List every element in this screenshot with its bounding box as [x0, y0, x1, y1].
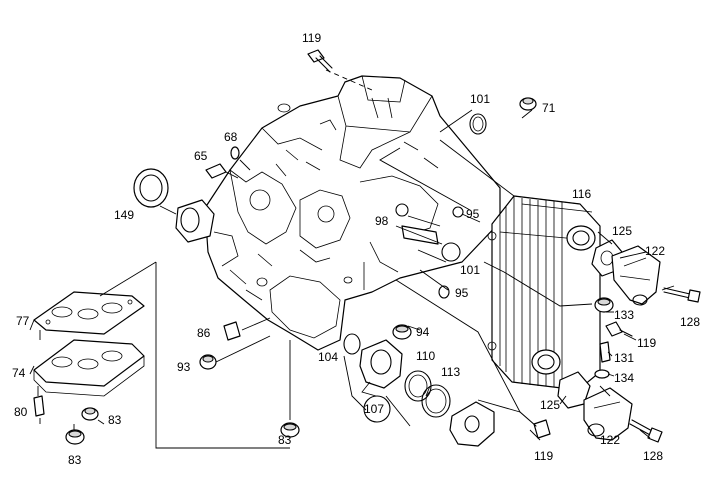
label-149: 149	[114, 208, 134, 222]
seal-ring-149	[133, 168, 169, 208]
label-119-top: 119	[302, 31, 321, 45]
label-119-right: 119	[637, 336, 656, 350]
bolt-119-top	[307, 49, 333, 73]
bolt-119-bottom	[519, 411, 551, 439]
o-ring-101-lower	[441, 242, 461, 262]
cover-plate-74	[33, 339, 145, 397]
label-113: 113	[441, 365, 460, 379]
label-131: 131	[614, 351, 634, 365]
water-connector	[449, 401, 495, 447]
label-122-upper: 122	[645, 244, 665, 258]
plug-93	[199, 354, 217, 370]
label-101-lower: 101	[460, 263, 480, 277]
plug-71	[519, 97, 537, 111]
label-83-center: 83	[278, 433, 292, 447]
o-ring-101-upper	[469, 113, 487, 135]
input-flange	[175, 199, 215, 243]
label-107: 107	[364, 402, 384, 416]
oil-cooler	[487, 195, 601, 391]
label-95-lower: 95	[455, 286, 469, 300]
label-83-left-lower: 83	[68, 453, 82, 467]
label-83-left-upper: 83	[108, 413, 122, 427]
part-labels: 119 101 71 68 65 116 149 98 95 125 122 1…	[12, 31, 700, 467]
label-128-lower: 128	[643, 449, 663, 463]
label-134: 134	[614, 371, 634, 385]
fitting-80	[33, 395, 45, 417]
bolt-128-lower	[629, 419, 663, 443]
o-ring-113	[421, 384, 451, 418]
plug-83-left-upper	[81, 407, 99, 421]
callout-circle-107	[363, 395, 391, 423]
washer-134	[594, 369, 610, 379]
plug-133	[594, 297, 614, 313]
label-104: 104	[318, 350, 338, 364]
plug-83-left-lower	[65, 429, 85, 445]
label-95-upper: 95	[466, 207, 480, 221]
label-110: 110	[416, 349, 435, 363]
o-ring-104	[343, 333, 361, 355]
label-119-bottom: 119	[534, 449, 553, 463]
o-ring-98	[395, 203, 409, 217]
label-122-lower: 122	[600, 433, 620, 447]
label-86: 86	[197, 326, 211, 340]
label-133: 133	[614, 308, 634, 322]
label-128-upper: 128	[680, 315, 700, 329]
label-93: 93	[177, 360, 191, 374]
washer-68	[230, 146, 240, 160]
gearbox-housing	[204, 75, 501, 351]
thermostat-housing-107	[359, 339, 403, 397]
bolt-128-upper	[663, 287, 701, 303]
sensor-131	[599, 341, 611, 363]
label-125-upper: 125	[612, 224, 632, 238]
label-68: 68	[224, 130, 238, 144]
label-125-lower: 125	[540, 398, 560, 412]
coolant-elbow-lower	[583, 387, 633, 441]
label-65: 65	[194, 149, 208, 163]
label-101-upper: 101	[470, 92, 490, 106]
label-74: 74	[12, 366, 26, 380]
fitting-65	[205, 163, 227, 179]
cover-gasket-77	[33, 291, 145, 335]
o-ring-95-lower	[438, 285, 450, 299]
label-80: 80	[14, 405, 28, 419]
plug-94	[392, 324, 412, 340]
label-94: 94	[416, 325, 430, 339]
coolant-elbow-upper	[611, 245, 661, 306]
label-116: 116	[572, 187, 591, 201]
plug-83-center	[280, 422, 300, 438]
bolt-119-right	[605, 321, 633, 337]
plug-86	[223, 321, 241, 341]
leader-lines	[29, 69, 675, 449]
label-71: 71	[542, 101, 556, 115]
o-ring-95-upper	[452, 206, 464, 218]
label-98: 98	[375, 214, 389, 228]
label-77: 77	[16, 314, 30, 328]
